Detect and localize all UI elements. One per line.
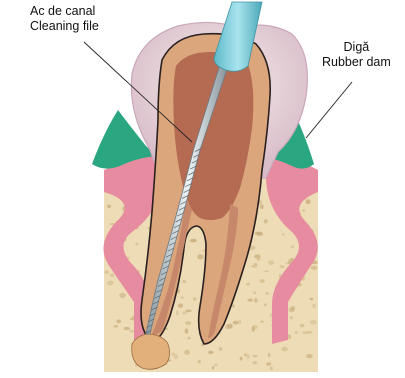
bone-texture-dot [181, 296, 184, 299]
bone-texture-dot [310, 298, 314, 301]
bone-texture-dot [264, 219, 268, 223]
label-cleaning-file: Ac de canal Cleaning file [30, 4, 99, 34]
bone-texture-dot [254, 263, 258, 265]
bone-texture-dot [289, 307, 295, 312]
bone-texture-dot [185, 321, 191, 325]
bone-texture-dot [247, 299, 253, 302]
bone-texture-dot [238, 320, 241, 324]
bone-texture-dot [178, 303, 183, 308]
bone-texture-dot [302, 209, 306, 212]
bone-texture-dot [254, 254, 261, 258]
bone-texture-dot [219, 347, 223, 350]
bone-texture-dot [244, 354, 247, 357]
bone-texture-dot [184, 350, 190, 355]
bone-texture-dot [233, 321, 239, 325]
bone-texture-dot [306, 199, 311, 204]
bone-texture-dot [252, 327, 255, 332]
bone-texture-dot [214, 364, 218, 366]
bone-texture-dot [252, 361, 257, 364]
label-rubber-dam-ro: Digă [322, 40, 391, 55]
bone-texture-dot [280, 265, 285, 268]
bone-texture-dot [255, 232, 262, 236]
bone-texture-dot [119, 293, 125, 298]
bone-texture-dot [191, 239, 197, 243]
label-cleaning-file-ro: Ac de canal [30, 4, 99, 19]
bone-texture-dot [257, 258, 260, 261]
apex-lesion [132, 334, 170, 369]
bone-texture-dot [135, 242, 138, 245]
bone-texture-dot [295, 331, 298, 334]
bone-texture-dot [266, 292, 269, 295]
bone-texture-dot [251, 265, 257, 268]
bone-texture-dot [212, 366, 214, 369]
bone-texture-dot [186, 310, 192, 313]
bone-texture-dot [282, 347, 288, 352]
bone-texture-dot [312, 304, 315, 308]
bone-texture-dot [110, 274, 115, 278]
bone-texture-dot [282, 233, 284, 236]
bone-texture-dot [253, 355, 258, 357]
bone-texture-dot [232, 305, 235, 308]
bone-texture-dot [227, 324, 233, 329]
bone-texture-dot [197, 254, 203, 259]
bone-texture-dot [246, 283, 250, 286]
bone-texture-dot [123, 327, 130, 330]
bone-texture-dot [270, 367, 273, 370]
bone-texture-dot [268, 260, 274, 265]
label-rubber-dam-en: Rubber dam [322, 55, 391, 70]
label-rubber-dam: Digă Rubber dam [322, 40, 391, 70]
bone-texture-dot [300, 324, 304, 328]
bone-texture-dot [193, 297, 197, 300]
bone-texture-dot [260, 205, 264, 210]
bone-texture-dot [174, 354, 178, 359]
bone-texture-dot [116, 320, 121, 324]
bone-texture-dot [260, 321, 263, 323]
bone-texture-dot [306, 354, 313, 358]
bone-texture-dot [208, 351, 214, 354]
bone-texture-dot [105, 270, 109, 274]
bone-texture-dot [240, 357, 243, 361]
bone-texture-dot [113, 325, 118, 328]
bone-texture-dot [290, 316, 293, 319]
bone-texture-dot [306, 331, 313, 334]
bone-texture-dot [176, 310, 179, 315]
bone-texture-dot [247, 354, 250, 359]
bone-texture-dot [254, 298, 258, 303]
bone-texture-dot [107, 281, 113, 286]
bone-texture-dot [264, 270, 269, 272]
bone-texture-dot [291, 246, 295, 249]
bone-texture-dot [266, 362, 271, 366]
bone-texture-dot [182, 280, 186, 284]
label-cleaning-file-en: Cleaning file [30, 19, 99, 34]
bone-texture-dot [264, 303, 267, 306]
bone-texture-dot [107, 205, 111, 209]
bone-texture-dot [268, 353, 271, 358]
bone-texture-dot [286, 262, 290, 264]
leader-line-rubber-dam [306, 82, 352, 138]
bone-texture-dot [253, 291, 256, 294]
bone-texture-dot [311, 266, 318, 270]
bone-texture-dot [182, 311, 186, 314]
bone-texture-dot [185, 329, 189, 334]
bone-texture-dot [187, 337, 190, 340]
bone-texture-dot [198, 360, 201, 363]
bone-texture-dot [310, 320, 317, 324]
bone-texture-dot [260, 279, 265, 283]
